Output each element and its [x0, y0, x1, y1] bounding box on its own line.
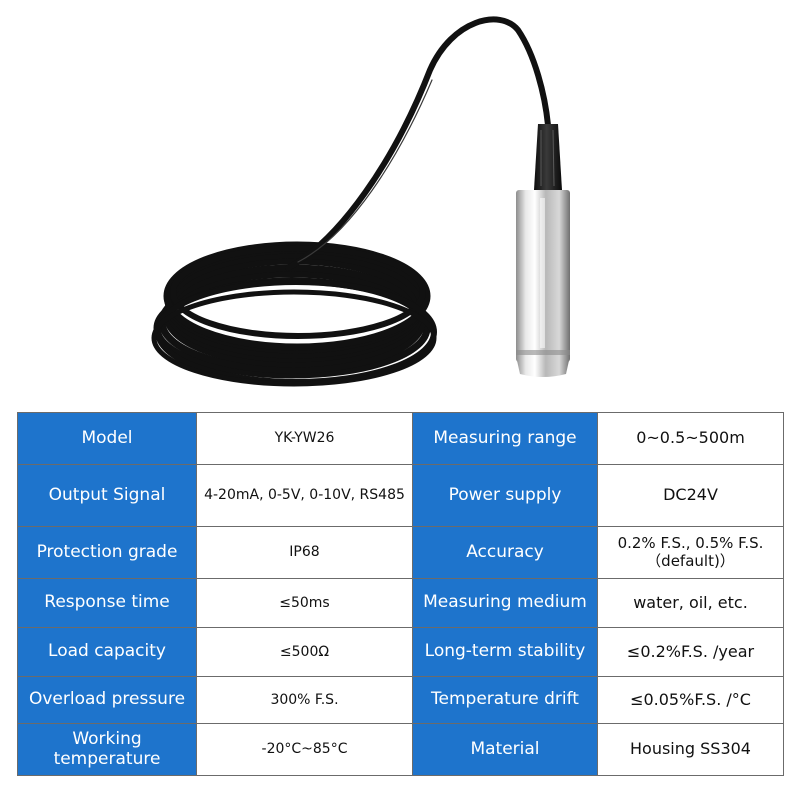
spec-label: Power supply	[412, 464, 598, 527]
spec-value: 4-20mA, 0-5V, 0-10V, RS485	[196, 464, 413, 527]
spec-label: Measuring medium	[412, 578, 598, 628]
table-row: Model YK-YW26 Measuring range 0~0.5~500m	[17, 412, 784, 465]
table-row: Working temperature -20°C~85°C Material …	[17, 723, 784, 776]
spec-value: -20°C~85°C	[196, 723, 413, 776]
spec-value: ≤0.05%F.S. /°C	[597, 676, 784, 724]
spec-label: Accuracy	[412, 526, 598, 579]
spec-value: 0~0.5~500m	[597, 412, 784, 465]
spec-label: Temperature drift	[412, 676, 598, 724]
spec-value: 300% F.S.	[196, 676, 413, 724]
spec-value: Housing SS304	[597, 723, 784, 776]
table-row: Overload pressure 300% F.S. Temperature …	[17, 676, 784, 724]
table-row: Protection grade IP68 Accuracy 0.2% F.S.…	[17, 526, 784, 579]
cable-coil-icon	[151, 16, 551, 387]
spec-label: Load capacity	[17, 627, 197, 677]
spec-value: ≤0.2%F.S. /year	[597, 627, 784, 677]
spec-label: Measuring range	[412, 412, 598, 465]
spec-label: Response time	[17, 578, 197, 628]
spec-value: water, oil, etc.	[597, 578, 784, 628]
spec-label: Model	[17, 412, 197, 465]
table-row: Response time ≤50ms Measuring medium wat…	[17, 578, 784, 628]
spec-value: IP68	[196, 526, 413, 579]
spec-label: Protection grade	[17, 526, 197, 579]
sensor-probe-icon	[516, 124, 570, 377]
spec-table: Model YK-YW26 Measuring range 0~0.5~500m…	[17, 412, 784, 776]
table-row: Load capacity ≤500Ω Long-term stability …	[17, 627, 784, 677]
spec-label: Working temperature	[17, 723, 197, 776]
spec-value: ≤500Ω	[196, 627, 413, 677]
spec-value: 0.2% F.S., 0.5% F.S.（default)）	[597, 526, 784, 579]
spec-value: DC24V	[597, 464, 784, 527]
table-row: Output Signal 4-20mA, 0-5V, 0-10V, RS485…	[17, 464, 784, 527]
spec-label: Overload pressure	[17, 676, 197, 724]
product-image	[151, 16, 570, 387]
spec-label: Output Signal	[17, 464, 197, 527]
spec-label: Long-term stability	[412, 627, 598, 677]
spec-label: Material	[412, 723, 598, 776]
spec-value: YK-YW26	[196, 412, 413, 465]
spec-value: ≤50ms	[196, 578, 413, 628]
